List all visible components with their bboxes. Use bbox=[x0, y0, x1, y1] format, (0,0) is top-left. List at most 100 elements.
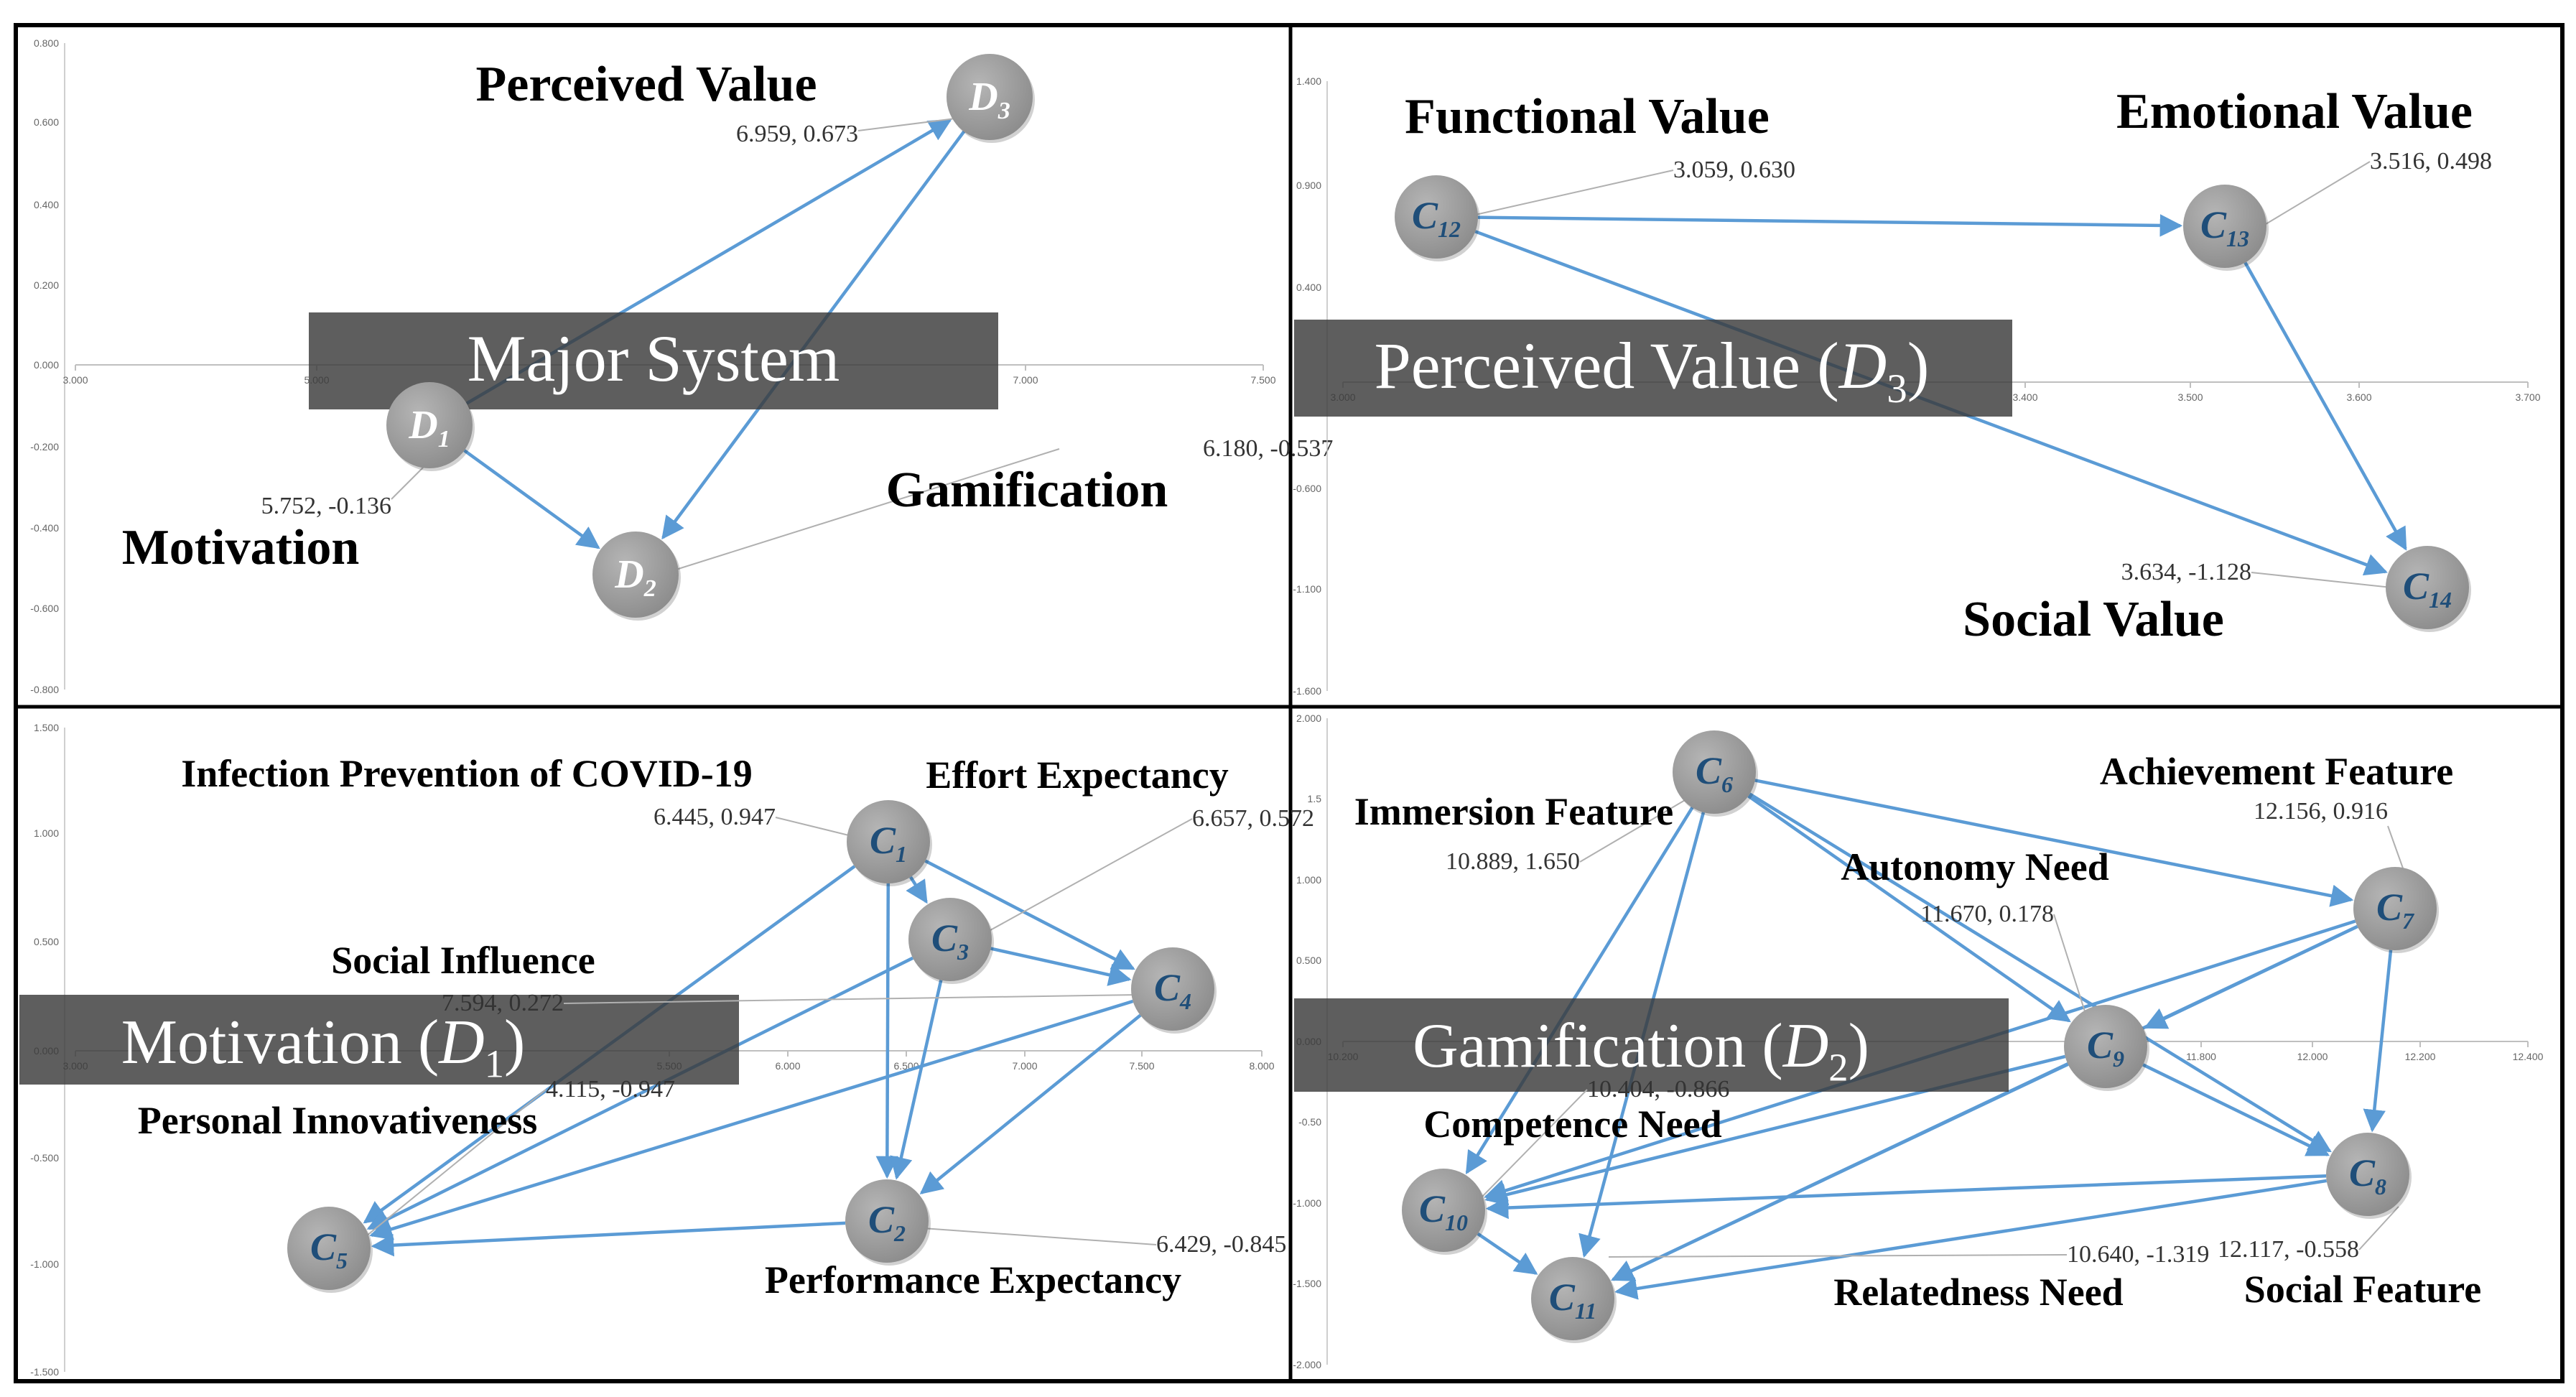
node-coordinate: 4.115, -0.947 bbox=[546, 1076, 675, 1103]
edge-C4-C5 bbox=[369, 999, 1134, 1240]
node-coordinate: 11.670, 0.178 bbox=[1920, 901, 2054, 927]
x-tick-label: 8.000 bbox=[1249, 1060, 1274, 1072]
node-coordinate: 6.429, -0.845 bbox=[1156, 1231, 1286, 1258]
edge-C8-C11 bbox=[1614, 1179, 2328, 1300]
node-title: Functional Value bbox=[1405, 89, 1770, 144]
edge-C8-C10 bbox=[1485, 1174, 2327, 1220]
node-label: C9 bbox=[2087, 1024, 2124, 1072]
x-tick-label: 7.500 bbox=[1129, 1060, 1154, 1072]
node-circle bbox=[592, 532, 679, 618]
y-tick-label: -0.50 bbox=[1298, 1116, 1321, 1128]
edge-C6-C10 bbox=[1465, 807, 1694, 1174]
node-title: Personal Innovativeness bbox=[138, 1099, 538, 1142]
edge-C6-C9 bbox=[1747, 794, 2071, 1023]
y-tick-label: 1.000 bbox=[34, 827, 59, 839]
y-tick-label: -1.600 bbox=[1293, 685, 1321, 697]
y-tick-label: 0.400 bbox=[34, 199, 59, 210]
y-tick-label: -1.100 bbox=[1293, 583, 1321, 595]
y-tick-label: -2.000 bbox=[1293, 1359, 1321, 1370]
edge-C6-C7 bbox=[1754, 779, 2354, 907]
node-circle bbox=[2326, 1133, 2409, 1216]
y-tick-label: -0.800 bbox=[30, 684, 59, 695]
y-tick-label: 0.500 bbox=[1296, 955, 1321, 966]
node-circle bbox=[2386, 546, 2469, 629]
node-circle bbox=[1402, 1169, 1485, 1252]
node-title: Infection Prevention of COVID-19 bbox=[181, 752, 752, 795]
node-title: Effort Expectancy bbox=[926, 753, 1228, 797]
banner-title: Gamification (D2) bbox=[1413, 1011, 1869, 1089]
leader-line bbox=[1479, 1089, 1588, 1200]
node-circle bbox=[2353, 867, 2437, 950]
banner-title: Perceived Value (D3) bbox=[1375, 329, 1930, 412]
y-tick-label: 0.600 bbox=[34, 116, 59, 128]
y-tick-label: -1.000 bbox=[1293, 1197, 1321, 1209]
node-coordinate: 6.657, 0.572 bbox=[1192, 805, 1314, 832]
node-circle bbox=[947, 54, 1033, 140]
node-title: Autonomy Need bbox=[1841, 845, 2109, 888]
node-coordinate: 3.634, -1.128 bbox=[2121, 559, 2251, 585]
y-tick-label: -1.500 bbox=[30, 1366, 59, 1378]
y-tick-label: -0.500 bbox=[30, 1152, 59, 1164]
panel-perceived-value: 3.0003.4003.5003.6003.7001.4000.9000.400… bbox=[1293, 75, 2540, 697]
y-tick-label: 0.800 bbox=[34, 37, 59, 49]
x-tick-label: 3.500 bbox=[2177, 391, 2203, 403]
node-title: Achievement Feature bbox=[2100, 750, 2453, 793]
x-tick-label: 3.700 bbox=[2515, 391, 2540, 403]
node-C13: C13 Emotional Value 3.516, 0.498 bbox=[2116, 84, 2492, 271]
edge-C4-C2 bbox=[919, 1013, 1142, 1194]
node-C9: C9 Autonomy Need 11.670, 0.178 bbox=[1841, 845, 2149, 1091]
leader-line bbox=[983, 818, 1193, 934]
edge-D1-D2 bbox=[463, 449, 600, 549]
edge-C3-C4 bbox=[990, 947, 1132, 986]
x-tick-label: 7.000 bbox=[1012, 1060, 1037, 1072]
node-label: C13 bbox=[2200, 203, 2249, 251]
y-tick-label: 2.000 bbox=[1296, 713, 1321, 724]
node-title: Competence Need bbox=[1423, 1103, 1721, 1146]
y-tick-label: -0.600 bbox=[1293, 483, 1321, 494]
edge-C7-C9 bbox=[2144, 924, 2358, 1029]
leader-line bbox=[2251, 572, 2392, 588]
panel-major-system: 3.0005.0007.0007.5000.8000.6000.4000.200… bbox=[30, 37, 1333, 695]
node-label: C2 bbox=[868, 1198, 906, 1246]
node-circle bbox=[845, 1179, 929, 1263]
edge-C10-C11 bbox=[1477, 1232, 1538, 1275]
edge-C9-C8 bbox=[2142, 1063, 2330, 1156]
node-coordinate: 3.516, 0.498 bbox=[2370, 148, 2492, 175]
leader-line bbox=[2261, 161, 2371, 227]
node-circle bbox=[386, 382, 473, 468]
panel-banner: Perceived Value (D3) bbox=[1294, 320, 2012, 417]
node-label: C5 bbox=[310, 1225, 348, 1273]
leader-line bbox=[922, 1227, 1157, 1245]
edge-C2-C5 bbox=[371, 1221, 846, 1257]
node-label: C1 bbox=[870, 819, 907, 867]
panel-banner: Gamification (D2) bbox=[1294, 998, 2009, 1092]
node-coordinate: 10.640, -1.319 bbox=[2067, 1241, 2209, 1268]
leader-line bbox=[857, 118, 956, 131]
node-title: Social Value bbox=[1963, 592, 2224, 647]
y-tick-label: 1.5 bbox=[1308, 793, 1322, 804]
panel-frame bbox=[14, 23, 2565, 1383]
node-label: C11 bbox=[1549, 1276, 1596, 1324]
node-label: C10 bbox=[1419, 1187, 1468, 1235]
edge-C1-C3 bbox=[906, 876, 928, 904]
node-title: Social Feature bbox=[2244, 1268, 2481, 1311]
leader-line bbox=[2358, 1206, 2399, 1250]
node-label: C4 bbox=[1154, 966, 1191, 1014]
node-circle bbox=[2183, 185, 2266, 268]
panel-banner: Motivation (D1) bbox=[19, 995, 739, 1085]
node-title: Emotional Value bbox=[2116, 84, 2473, 139]
node-label: C7 bbox=[2376, 886, 2415, 934]
node-coordinate: 10.404, -0.866 bbox=[1587, 1076, 1729, 1103]
node-coordinate: 6.959, 0.673 bbox=[736, 121, 858, 147]
x-tick-label: 12.000 bbox=[2297, 1051, 2328, 1062]
